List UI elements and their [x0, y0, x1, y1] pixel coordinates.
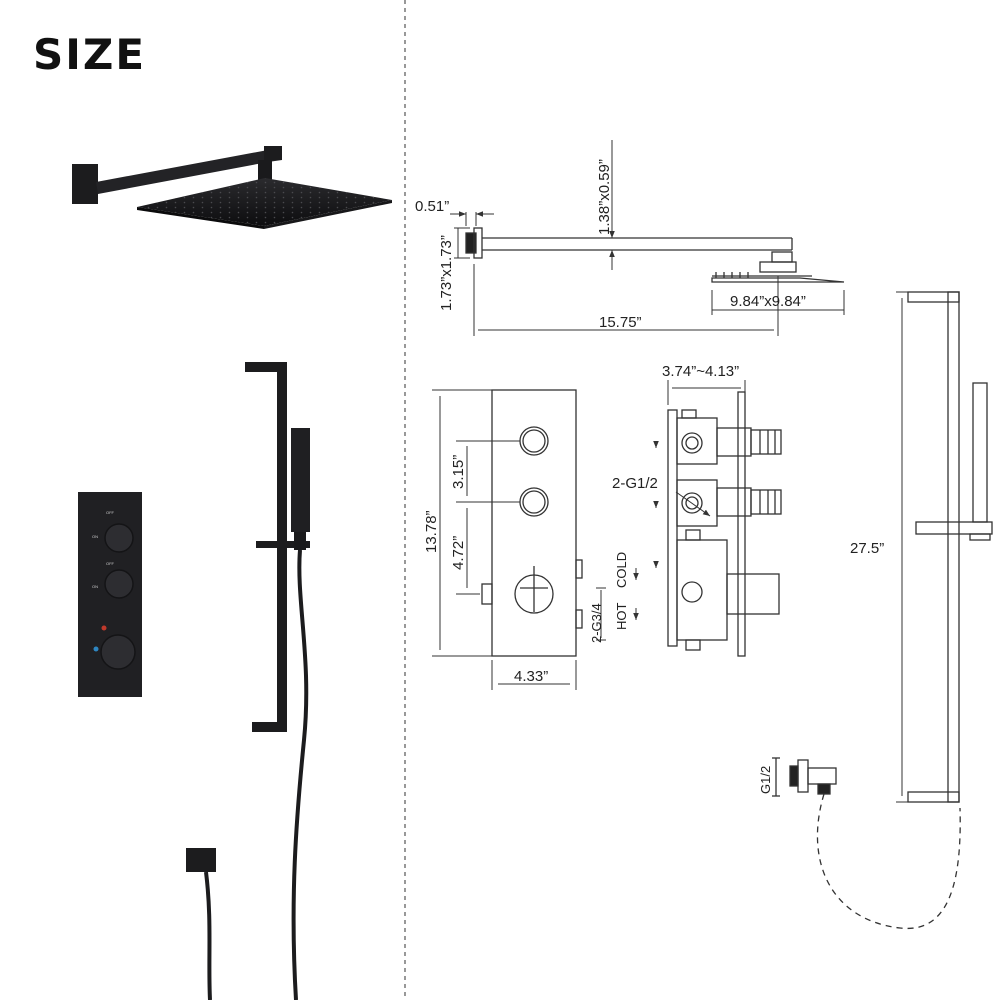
product-illustration: OFF ON OFF ON [72, 146, 392, 1000]
flange-size-label: 1.73”x1.73” [438, 235, 455, 311]
slide-bar-length-label: 27.5” [850, 540, 884, 557]
inlet-thread-label: 2-G3/4 [589, 603, 604, 643]
hot-label: HOT [614, 603, 629, 631]
valve-width-label: 4.33” [514, 668, 548, 685]
valve-side-dimensions [653, 380, 746, 568]
head-size-label: 9.84”x9.84” [730, 293, 806, 310]
valve-front-drawing [481, 389, 583, 657]
rain-shower-head-photo [72, 146, 392, 229]
outlet-thread-label: 2-G1/2 [612, 475, 658, 492]
elbow-thread-label: G1/2 [758, 766, 773, 794]
valve-front-dimensions [432, 389, 639, 690]
cold-label: COLD [614, 552, 629, 588]
knob-2-off-label: OFF [106, 561, 115, 566]
shower-arm-dimensions [450, 140, 845, 336]
slide-bar-photo [186, 362, 310, 1000]
valve-depth-label: 3.74”~4.13” [662, 363, 739, 380]
valve-side-drawing [667, 391, 782, 657]
flange-depth-label: 0.51” [415, 198, 449, 215]
knob-1-off-label: OFF [106, 510, 115, 515]
knob-2-on-label: ON [92, 584, 98, 589]
thermostatic-valve-photo: OFF ON OFF ON [78, 492, 142, 697]
page-title: SIZE [33, 30, 147, 79]
valve-height-label: 13.78” [423, 510, 440, 553]
arm-tube-label: 1.38”x0.59” [596, 159, 613, 235]
knob-1-on-label: ON [92, 534, 98, 539]
shower-arm-drawing [465, 227, 845, 283]
slide-bar-dimensions [896, 291, 908, 803]
slide-bar-drawing [907, 291, 993, 803]
wall-elbow-drawing [772, 757, 961, 930]
arm-length-label: 15.75” [599, 314, 642, 331]
knob-spacing-1-label: 3.15” [450, 455, 467, 489]
knob-spacing-2-label: 4.72” [450, 536, 467, 570]
